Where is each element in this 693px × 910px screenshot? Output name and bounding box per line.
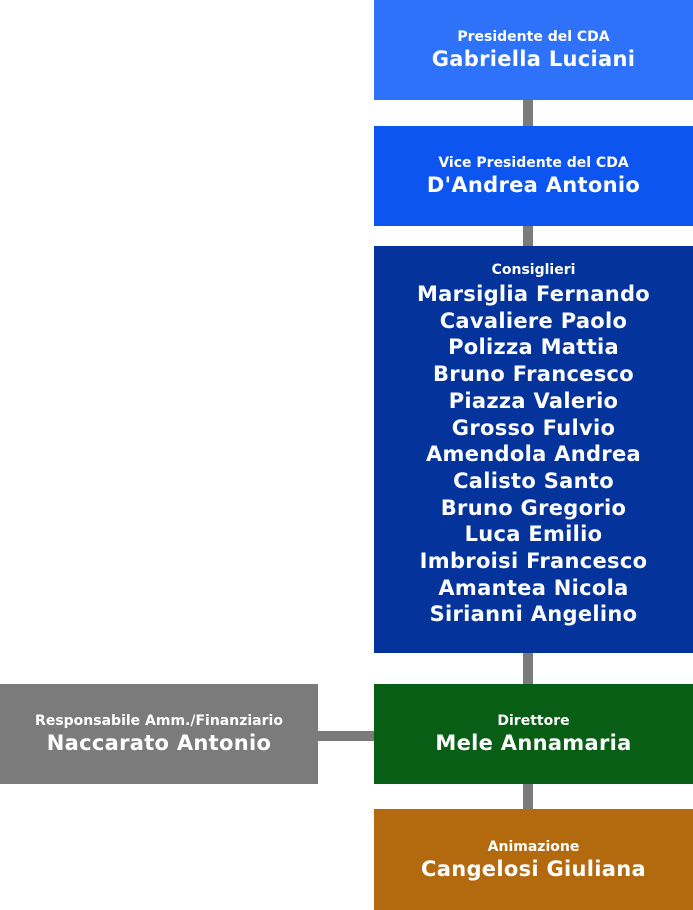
consigliere-name: Calisto Santo xyxy=(453,468,614,493)
consigliere-name: Amendola Andrea xyxy=(426,442,641,467)
responsabile-role: Responsabile Amm./Finanziario xyxy=(35,713,283,729)
vice-presidente-name: D'Andrea Antonio xyxy=(426,173,641,197)
consiglieri-role: Consiglieri xyxy=(491,262,576,278)
consigliere-name: Bruno Francesco xyxy=(432,362,635,387)
consigliere-name: Luca Emilio xyxy=(464,522,603,547)
direttore-role: Direttore xyxy=(497,713,570,729)
consigliere-name: Polizza Mattia xyxy=(448,335,619,360)
consigliere-name: Marsiglia Fernando xyxy=(416,282,651,306)
direttore-name: Mele Annamaria xyxy=(435,731,632,755)
animazione-role: Animazione xyxy=(487,838,580,855)
vice-presidente-box: Vice Presidente del CDA D'Andrea Antonio xyxy=(374,126,693,226)
connector-vice-consiglieri xyxy=(523,226,533,246)
consigliere-name: Piazza Valerio xyxy=(448,388,619,413)
direttore-box: Direttore Mele Annamaria xyxy=(374,684,693,784)
consigliere-name: Bruno Gregorio xyxy=(440,495,627,520)
presidente-box: Presidente del CDA Gabriella Luciani xyxy=(374,0,693,100)
connector-direttore-animazione xyxy=(523,784,533,809)
connector-presidente-vice xyxy=(523,100,533,126)
connector-consiglieri-direttore xyxy=(523,653,533,684)
responsabile-box: Responsabile Amm./Finanziario Naccarato … xyxy=(0,684,318,784)
consiglieri-members: Marsiglia Fernando Cavaliere Paolo Poliz… xyxy=(417,281,650,628)
vice-presidente-role: Vice Presidente del CDA xyxy=(438,155,629,171)
animazione-box: Animazione Cangelosi Giuliana xyxy=(374,809,693,910)
consigliere-name: Amantea Nicola xyxy=(438,575,629,600)
consiglieri-box: Consiglieri Marsiglia Fernando Cavaliere… xyxy=(374,246,693,653)
consigliere-name: Sirianni Angelino xyxy=(429,602,638,627)
connector-responsabile-direttore xyxy=(318,731,374,741)
presidente-name: Gabriella Luciani xyxy=(431,47,636,71)
animazione-name: Cangelosi Giuliana xyxy=(421,856,646,881)
consigliere-name: Imbroisi Francesco xyxy=(419,549,648,574)
consigliere-name: Grosso Fulvio xyxy=(451,415,616,440)
consigliere-name: Cavaliere Paolo xyxy=(439,308,628,333)
responsabile-name: Naccarato Antonio xyxy=(46,731,272,755)
presidente-role: Presidente del CDA xyxy=(457,29,610,45)
